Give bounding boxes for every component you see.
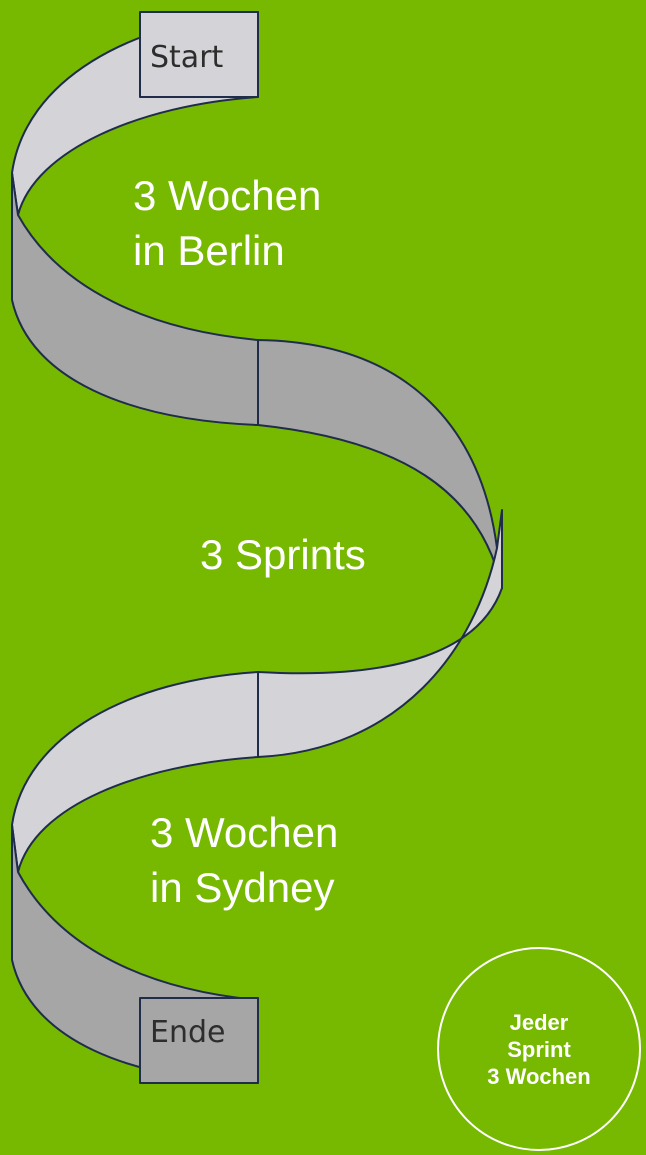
berlin-text-line2: in Berlin (133, 227, 285, 274)
sprints-text-line1: 3 Sprints (200, 531, 366, 578)
sydney-text: 3 Wochen in Sydney (150, 805, 338, 915)
badge-line3: 3 Wochen (487, 1063, 591, 1089)
start-tab (139, 11, 259, 98)
berlin-text-line1: 3 Wochen (133, 172, 322, 219)
start-label: Start (150, 40, 224, 75)
sprint-duration-badge: Jeder Sprint 3 Wochen (437, 947, 641, 1151)
badge-line2: Sprint (507, 1036, 571, 1062)
sprints-text: 3 Sprints (200, 527, 366, 582)
end-label: Ende (150, 1015, 226, 1050)
end-tab (139, 997, 259, 1084)
badge-line1: Jeder (509, 1009, 569, 1035)
berlin-text: 3 Wochen in Berlin (133, 168, 321, 278)
sydney-text-line1: 3 Wochen (150, 809, 339, 856)
sydney-text-line2: in Sydney (150, 864, 335, 911)
